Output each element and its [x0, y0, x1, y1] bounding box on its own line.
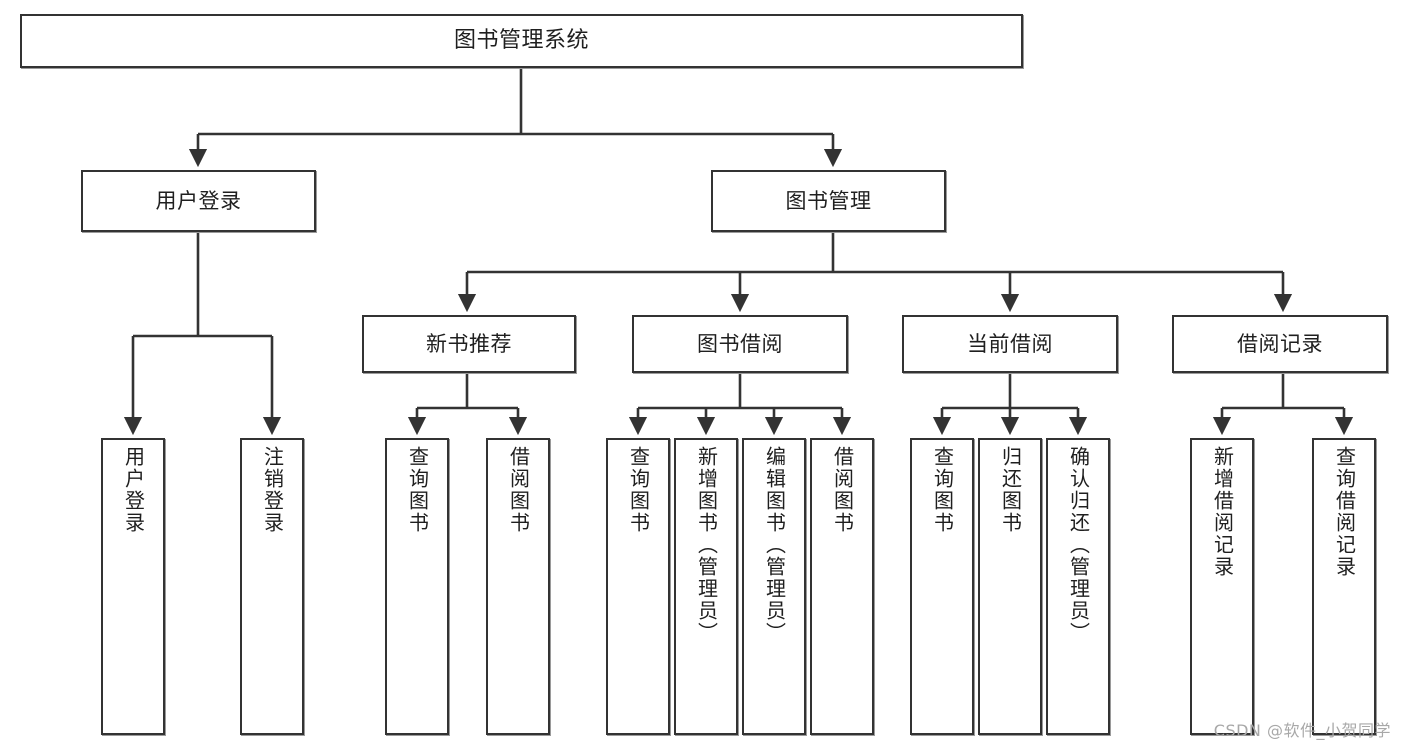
leaf-add-borrow-record[interactable]: 新增借阅记录	[1190, 438, 1254, 735]
node-label: 借阅图书	[830, 446, 855, 534]
leaf-borrow-book-new-rec[interactable]: 借阅图书	[486, 438, 550, 735]
node-label: 图书管理	[785, 188, 872, 213]
node-label: 借阅记录	[1237, 331, 1323, 356]
leaf-logout[interactable]: 注销登录	[240, 438, 304, 735]
leaf-query-book-new-rec[interactable]: 查询图书	[385, 438, 449, 735]
node-label: 图书借阅	[697, 331, 783, 356]
node-current-borrow[interactable]: 当前借阅	[902, 315, 1118, 373]
node-label: 借阅图书	[506, 446, 531, 534]
node-label: 归还图书	[998, 446, 1023, 534]
csdn-watermark: CSDN @软件_小贺同学	[1213, 721, 1391, 740]
node-new-book-recommendation[interactable]: 新书推荐	[362, 315, 576, 373]
leaf-query-borrow-record[interactable]: 查询借阅记录	[1312, 438, 1376, 735]
node-label: 新增图书（管理员）	[694, 446, 719, 644]
leaf-borrow-book-borrow[interactable]: 借阅图书	[810, 438, 874, 735]
leaf-add-book-admin[interactable]: 新增图书（管理员）	[674, 438, 738, 735]
node-label: 当前借阅	[967, 331, 1053, 356]
node-label: 查询图书	[930, 446, 955, 534]
node-label: 新增借阅记录	[1210, 446, 1235, 578]
node-borrow-record[interactable]: 借阅记录	[1172, 315, 1388, 373]
leaf-query-book-borrow[interactable]: 查询图书	[606, 438, 670, 735]
node-root-book-management-system[interactable]: 图书管理系统	[20, 14, 1023, 68]
node-book-borrow[interactable]: 图书借阅	[632, 315, 848, 373]
node-label: 新书推荐	[426, 331, 512, 356]
node-label: 图书管理系统	[453, 28, 589, 54]
leaf-edit-book-admin[interactable]: 编辑图书（管理员）	[742, 438, 806, 735]
node-label: 查询借阅记录	[1332, 446, 1357, 578]
node-label: 确认归还（管理员）	[1066, 446, 1091, 644]
node-label: 用户登录	[121, 446, 146, 534]
leaf-query-book-current[interactable]: 查询图书	[910, 438, 974, 735]
node-label: 查询图书	[405, 446, 430, 534]
leaf-return-book[interactable]: 归还图书	[978, 438, 1042, 735]
node-label: 编辑图书（管理员）	[762, 446, 787, 644]
leaf-user-login[interactable]: 用户登录	[101, 438, 165, 735]
node-book-management[interactable]: 图书管理	[711, 170, 946, 232]
node-user-login[interactable]: 用户登录	[81, 170, 316, 232]
node-label: 注销登录	[260, 446, 285, 534]
node-label: 用户登录	[155, 188, 242, 213]
node-label: 查询图书	[626, 446, 651, 534]
leaf-confirm-return-admin[interactable]: 确认归还（管理员）	[1046, 438, 1110, 735]
